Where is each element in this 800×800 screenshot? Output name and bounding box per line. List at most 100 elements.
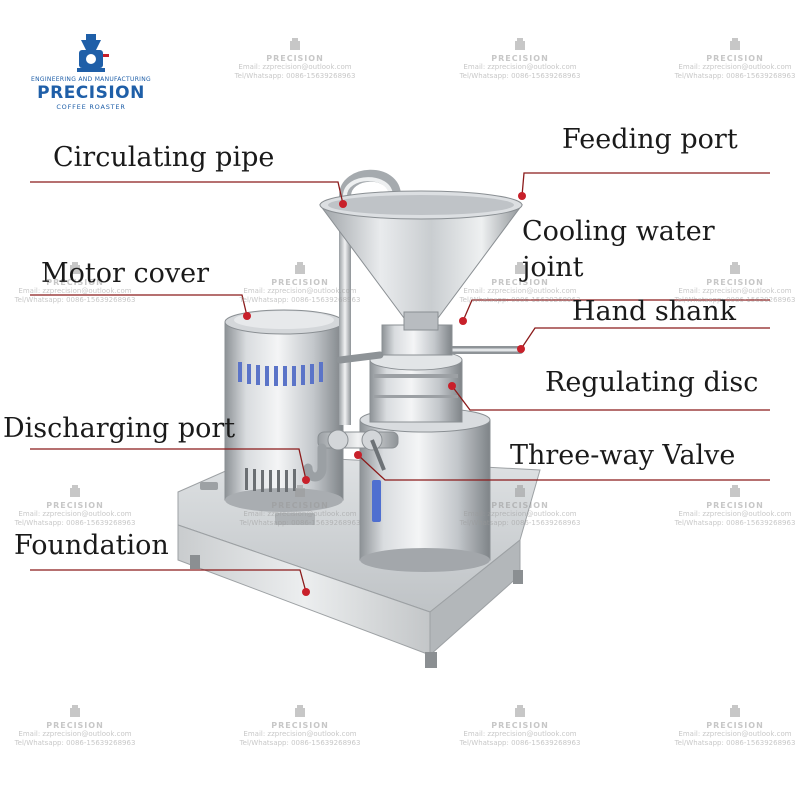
feeding-funnel	[319, 190, 523, 331]
watermark-email: Email: zzprecision@outlook.com	[678, 287, 792, 295]
watermark-email: Email: zzprecision@outlook.com	[238, 63, 352, 71]
watermark-logo-icon	[70, 705, 80, 717]
watermark-brand: PRECISION	[491, 54, 549, 63]
logo-brand: PRECISION	[37, 83, 145, 103]
watermark-email: Email: zzprecision@outlook.com	[463, 63, 577, 71]
watermark-brand: PRECISION	[271, 721, 329, 730]
watermark-phone: Tel/Whatsapp: 0086-15639268963	[459, 71, 581, 80]
watermark-brand: PRECISION	[706, 54, 764, 63]
label-three-way-valve: Three-way Valve	[510, 440, 736, 471]
watermark-logo-icon	[730, 705, 740, 717]
label-foundation: Foundation	[14, 530, 169, 561]
watermark-logo-icon	[730, 485, 740, 497]
watermark: PRECISION Email: zzprecision@outlook.com…	[10, 262, 140, 305]
watermark-email: Email: zzprecision@outlook.com	[678, 730, 792, 738]
watermark-logo-icon	[70, 262, 80, 274]
watermark-brand: PRECISION	[46, 278, 104, 287]
logo-subtitle: COFFEE ROASTER	[56, 103, 126, 111]
watermark: PRECISION Email: zzprecision@outlook.com…	[670, 705, 800, 748]
watermark: PRECISION Email: zzprecision@outlook.com…	[230, 38, 360, 81]
label-hand-shank: Hand shank	[572, 296, 736, 327]
watermark-email: Email: zzprecision@outlook.com	[18, 510, 132, 518]
watermark-brand: PRECISION	[266, 54, 324, 63]
watermark-phone: Tel/Whatsapp: 0086-15639268963	[674, 295, 796, 304]
watermark: PRECISION Email: zzprecision@outlook.com…	[235, 705, 365, 748]
watermark-brand: PRECISION	[491, 721, 549, 730]
label-circulating-pipe: Circulating pipe	[53, 142, 275, 173]
watermark: PRECISION Email: zzprecision@outlook.com…	[670, 485, 800, 528]
leader-feeding-port	[521, 172, 770, 197]
watermark-phone: Tel/Whatsapp: 0086-15639268963	[674, 518, 796, 527]
watermark-phone: Tel/Whatsapp: 0086-15639268963	[239, 295, 361, 304]
watermark-phone: Tel/Whatsapp: 0086-15639268963	[674, 71, 796, 80]
watermark: PRECISION Email: zzprecision@outlook.com…	[10, 485, 140, 528]
motor-vents-top	[238, 362, 323, 386]
watermark-brand: PRECISION	[271, 501, 329, 510]
watermark-phone: Tel/Whatsapp: 0086-15639268963	[14, 518, 136, 527]
watermark-brand: PRECISION	[491, 501, 549, 510]
motor-vents-bottom	[245, 468, 296, 492]
label-cooling-water-joint-line2: joint	[522, 252, 584, 283]
watermark-email: Email: zzprecision@outlook.com	[243, 287, 357, 295]
watermark: PRECISION Email: zzprecision@outlook.com…	[455, 705, 585, 748]
watermark-logo-icon	[295, 485, 305, 497]
label-discharging-port: Discharging port	[3, 413, 236, 444]
watermark-logo-icon	[290, 38, 300, 50]
watermark: PRECISION Email: zzprecision@outlook.com…	[670, 38, 800, 81]
watermark-email: Email: zzprecision@outlook.com	[18, 287, 132, 295]
watermark-logo-icon	[295, 262, 305, 274]
watermark-email: Email: zzprecision@outlook.com	[463, 510, 577, 518]
motor-body	[224, 309, 344, 512]
leader-regulating-disc	[451, 385, 770, 411]
watermark-phone: Tel/Whatsapp: 0086-15639268963	[14, 738, 136, 747]
watermark-logo-icon	[295, 705, 305, 717]
watermark-brand: PRECISION	[46, 501, 104, 510]
label-regulating-disc: Regulating disc	[545, 367, 759, 398]
leader-circulating-pipe	[30, 181, 344, 205]
leader-three-way-valve	[357, 454, 770, 481]
watermark-phone: Tel/Whatsapp: 0086-15639268963	[459, 518, 581, 527]
leader-dots	[243, 192, 526, 596]
label-motor-cover: Motor cover	[41, 258, 210, 289]
watermark-brand: PRECISION	[706, 721, 764, 730]
watermark: PRECISION Email: zzprecision@outlook.com…	[235, 485, 365, 528]
watermark-brand: PRECISION	[46, 721, 104, 730]
watermark: PRECISION Email: zzprecision@outlook.com…	[455, 262, 585, 305]
three-way-valve-assembly	[303, 429, 399, 482]
label-feeding-port: Feeding port	[562, 124, 738, 155]
watermark-phone: Tel/Whatsapp: 0086-15639268963	[459, 738, 581, 747]
watermark-logo-icon	[515, 38, 525, 50]
watermark: PRECISION Email: zzprecision@outlook.com…	[670, 262, 800, 305]
watermark: PRECISION Email: zzprecision@outlook.com…	[235, 262, 365, 305]
watermark-email: Email: zzprecision@outlook.com	[678, 63, 792, 71]
watermark-phone: Tel/Whatsapp: 0086-15639268963	[234, 71, 356, 80]
watermark: PRECISION Email: zzprecision@outlook.com…	[10, 705, 140, 748]
watermark-email: Email: zzprecision@outlook.com	[463, 730, 577, 738]
watermark-brand: PRECISION	[271, 278, 329, 287]
leader-foundation	[30, 569, 307, 593]
watermark-logo-icon	[730, 38, 740, 50]
watermark-email: Email: zzprecision@outlook.com	[18, 730, 132, 738]
watermark-email: Email: zzprecision@outlook.com	[678, 510, 792, 518]
watermark-brand: PRECISION	[706, 278, 764, 287]
leader-cooling-water-joint	[462, 299, 770, 322]
leader-lines	[30, 172, 770, 593]
watermark-brand: PRECISION	[706, 501, 764, 510]
watermark: PRECISION Email: zzprecision@outlook.com…	[455, 38, 585, 81]
leader-discharging-port	[30, 448, 307, 481]
watermark-brand: PRECISION	[491, 278, 549, 287]
watermark-phone: Tel/Whatsapp: 0086-15639268963	[239, 738, 361, 747]
watermark-phone: Tel/Whatsapp: 0086-15639268963	[14, 295, 136, 304]
regulating-disc	[369, 349, 463, 423]
watermark-logo-icon	[515, 705, 525, 717]
leader-motor-cover	[30, 294, 248, 317]
watermark-logo-icon	[515, 262, 525, 274]
watermark-logo-icon	[730, 262, 740, 274]
watermark-logo-icon	[515, 485, 525, 497]
precision-logo: ENGINEERING AND MANUFACTURING PRECISION …	[26, 32, 156, 111]
watermark-phone: Tel/Whatsapp: 0086-15639268963	[459, 295, 581, 304]
leader-hand-shank	[520, 327, 770, 350]
watermark-logo-icon	[70, 485, 80, 497]
